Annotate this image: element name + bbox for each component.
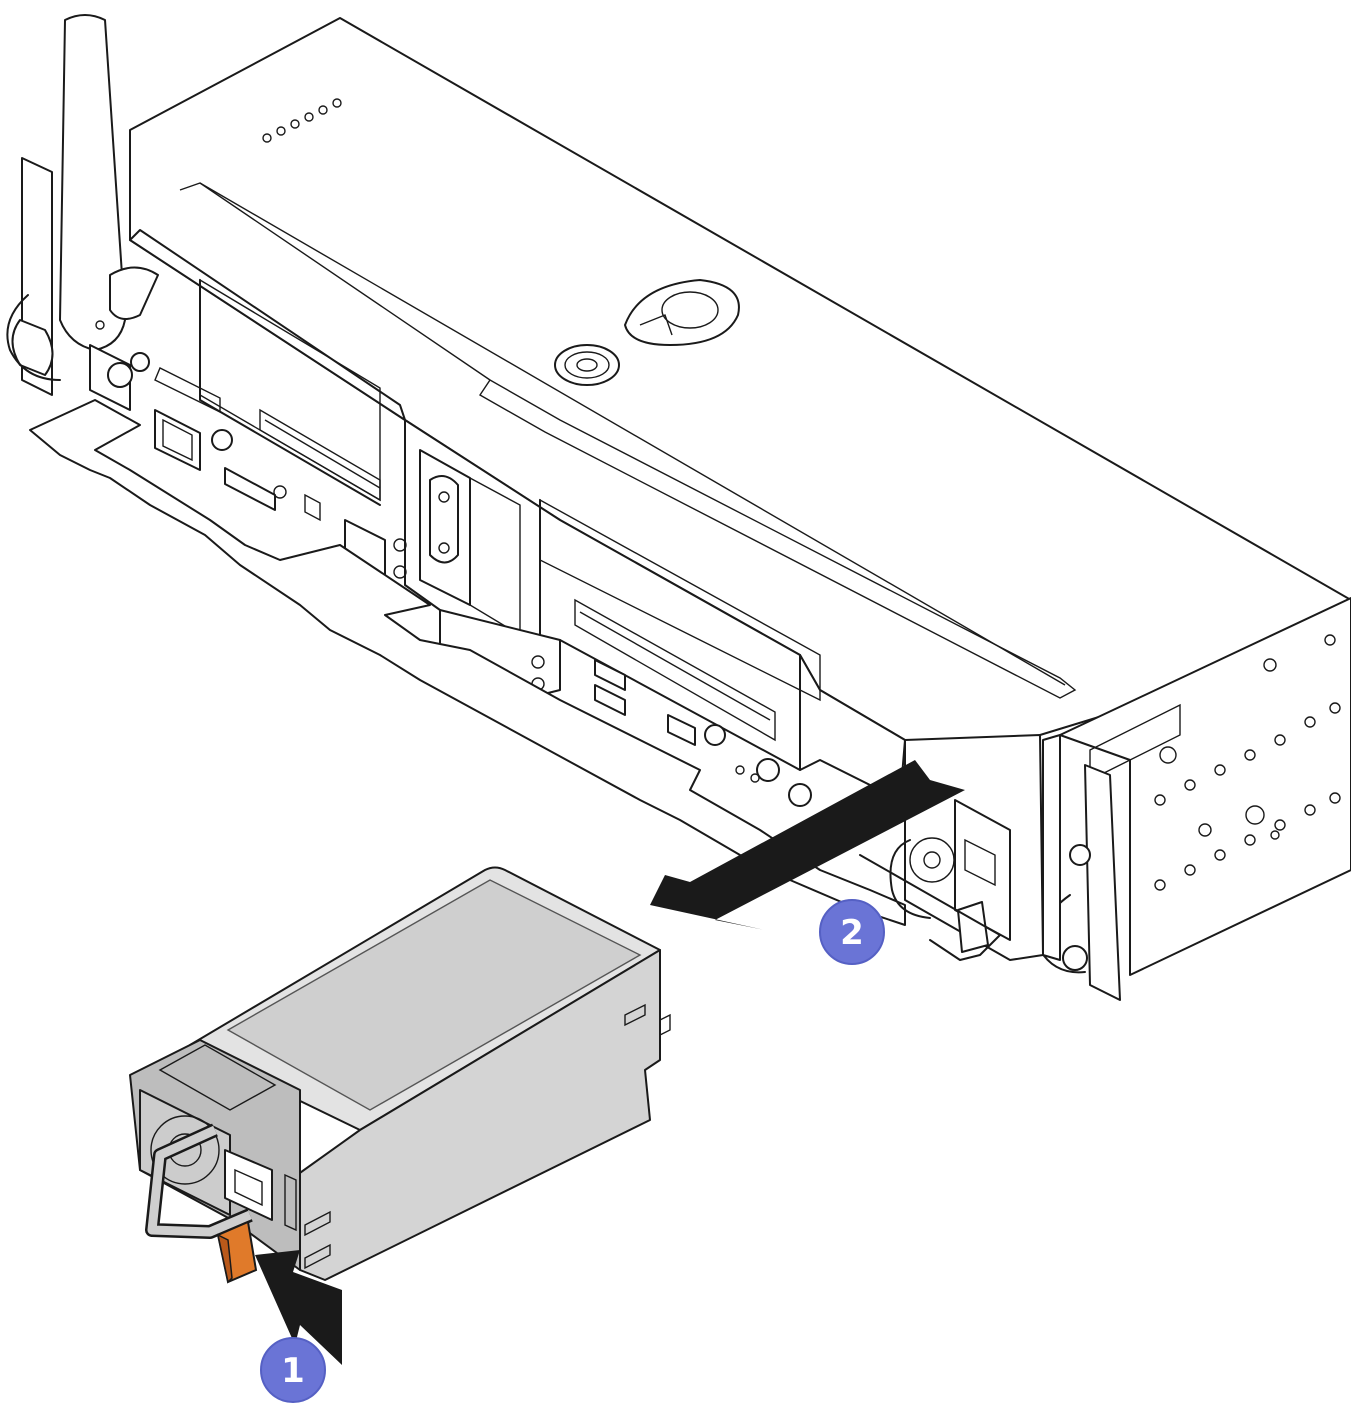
io-ports-right bbox=[594, 659, 812, 807]
callout-1-number: 1 bbox=[281, 1351, 305, 1391]
release-tab[interactable] bbox=[216, 1220, 258, 1284]
side-vent-holes bbox=[1154, 702, 1341, 891]
top-cover-screw bbox=[554, 344, 620, 386]
riser-bay-left bbox=[199, 278, 381, 506]
chassis-right-side bbox=[1059, 597, 1351, 976]
io-ports-left bbox=[154, 367, 407, 579]
thumbscrew-left bbox=[89, 344, 150, 411]
press-arrow bbox=[255, 1250, 342, 1365]
callout-1-circle bbox=[260, 1337, 326, 1403]
cover-lock-latch bbox=[624, 279, 740, 346]
callout-2-circle bbox=[819, 899, 885, 965]
callout-1: 1 bbox=[260, 1337, 326, 1403]
removed-power-supply bbox=[129, 866, 671, 1284]
antenna bbox=[59, 14, 159, 351]
psu-power-connector bbox=[224, 1149, 273, 1221]
center-module bbox=[419, 449, 521, 637]
bottom-flange bbox=[29, 399, 906, 926]
callout-2-number: 2 bbox=[840, 913, 864, 953]
left-rack-ear bbox=[6, 157, 61, 396]
right-rack-ear bbox=[1038, 734, 1121, 1001]
server-chassis bbox=[6, 14, 1351, 1001]
riser-bay-right bbox=[539, 498, 821, 771]
psu-handle[interactable] bbox=[145, 1123, 253, 1239]
psu-fan bbox=[139, 1044, 277, 1216]
top-vent-dots bbox=[262, 98, 342, 143]
callout-2: 2 bbox=[819, 899, 885, 965]
pull-arrow bbox=[650, 760, 965, 930]
